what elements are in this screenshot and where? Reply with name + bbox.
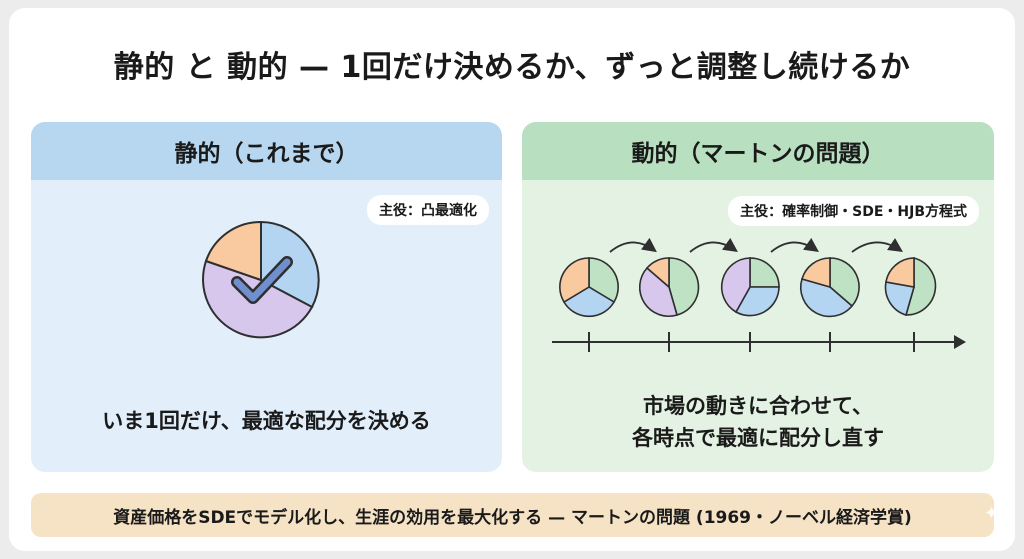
- arrow-icon: [770, 237, 819, 253]
- static-panel: 静的（これまで） 主役：凸最適化 いま1回だけ、最適な配分を決める: [31, 122, 502, 472]
- static-role-badge: 主役：凸最適化: [367, 195, 489, 225]
- pie-slice-orange: [204, 220, 262, 282]
- arrow-icon: [609, 237, 657, 253]
- static-pie-chart: [202, 220, 320, 339]
- pie-t3: [720, 257, 780, 317]
- dynamic-panel-header: 動的（マートンの問題）: [522, 122, 994, 180]
- pie-t5: [884, 256, 937, 317]
- dynamic-panel: 動的（マートンの問題） 主役：確率制御・SDE・HJB方程式: [522, 122, 994, 472]
- arrow-icon: [851, 238, 903, 253]
- dynamic-timeline: [552, 237, 966, 352]
- dynamic-role-badge: 主役：確率制御・SDE・HJB方程式: [728, 196, 979, 226]
- footer-banner: 資産価格をSDEでモデル化し、生涯の効用を最大化する — マートンの問題 (19…: [31, 493, 994, 537]
- pie-t2: [638, 257, 700, 317]
- arrow-icon: [689, 237, 738, 253]
- pie-t1: [559, 257, 619, 318]
- static-caption: いま1回だけ、最適な配分を決める: [102, 409, 431, 433]
- dynamic-caption: 市場の動きに合わせて、 各時点で最適に配分し直す: [522, 390, 994, 454]
- dynamic-caption-line1: 市場の動きに合わせて、: [643, 394, 873, 418]
- dynamic-caption-line2: 各時点で最適に配分し直す: [632, 426, 884, 450]
- static-panel-header: 静的（これまで）: [31, 122, 502, 180]
- page-title: 静的 と 動的 — 1回だけ決めるか、ずっと調整し続けるか: [113, 50, 911, 85]
- sparkle-icon: ✦: [984, 503, 1000, 524]
- pie-t4: [799, 257, 860, 318]
